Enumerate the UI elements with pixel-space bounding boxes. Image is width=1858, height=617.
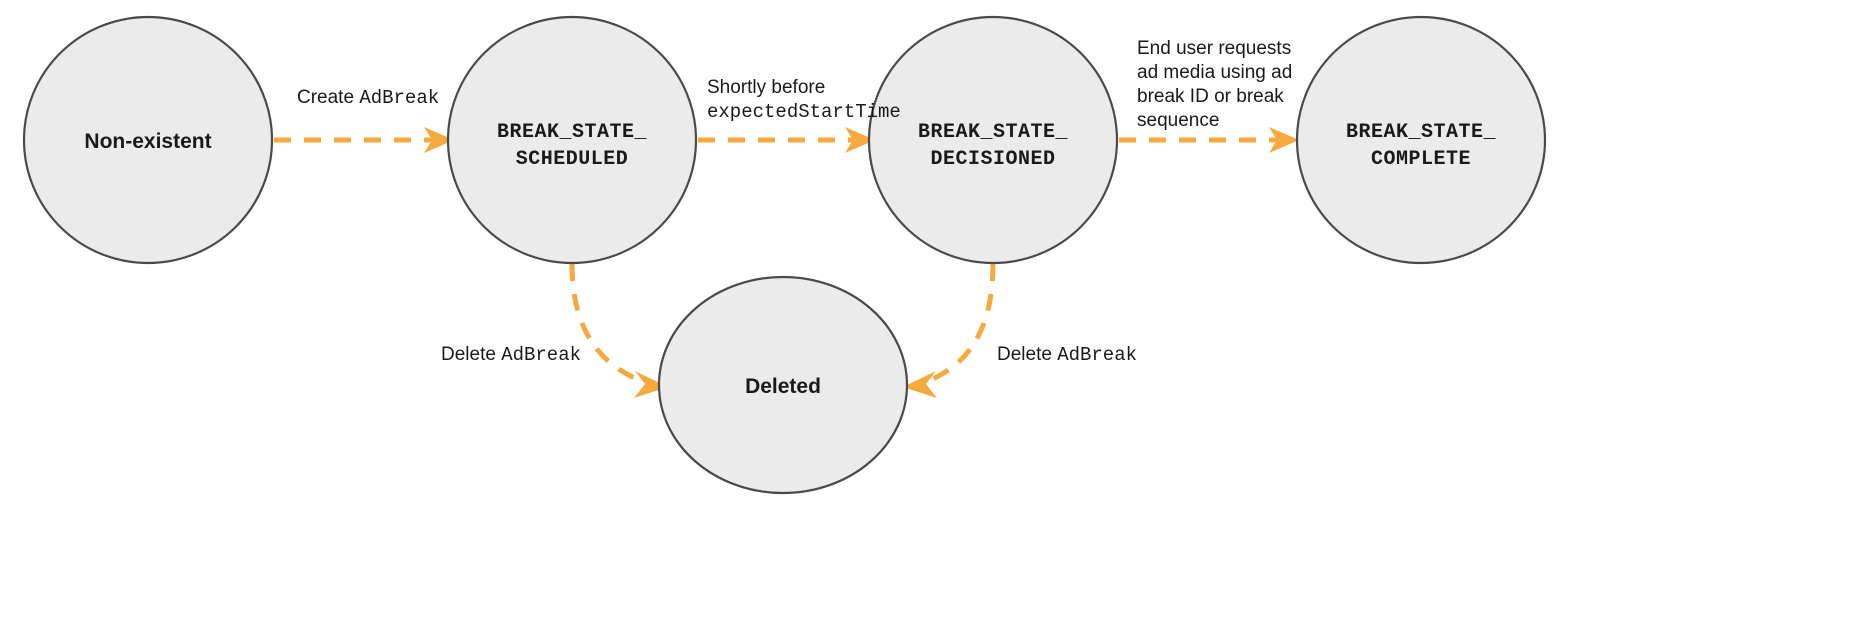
edge-shortly-before-expected-start-time <box>698 127 875 153</box>
node-label-line-1: BREAK_STATE_ <box>1346 121 1497 144</box>
edge-label-line-2: ad media using ad <box>1137 62 1292 83</box>
node-shape <box>657 275 909 495</box>
edge-label-text: Delete AdBreak <box>997 344 1137 366</box>
state-node-non-existent[interactable]: Non-existent <box>22 15 274 265</box>
node-label-line-1: BREAK_STATE_ <box>497 121 648 144</box>
edge-line <box>569 263 651 387</box>
node-label: Non-existent <box>84 130 211 153</box>
edge-label-shortly-before-expected-start-time: Shortly before expectedStartTime <box>707 77 901 123</box>
edge-label-line-3: break ID or break <box>1137 86 1284 107</box>
node-label-line-2: SCHEDULED <box>516 148 629 171</box>
node-label-line-1: BREAK_STATE_ <box>918 121 1069 144</box>
edge-label-seg-2: AdBreak <box>359 87 439 109</box>
node-label-line-2: DECISIONED <box>930 148 1055 171</box>
edge-label-line-4: sequence <box>1137 110 1219 131</box>
edge-label-seg-1: Delete <box>441 344 501 365</box>
edge-label-delete-adbreak-from-decisioned: Delete AdBreak <box>997 344 1137 366</box>
edge-label-end-user-requests-ad-media: End user requests ad media using ad brea… <box>1137 38 1292 131</box>
edge-label-delete-adbreak-from-scheduled: Delete AdBreak <box>441 344 581 366</box>
node-shape <box>867 15 1119 265</box>
edge-label-seg-1: Delete <box>997 344 1057 365</box>
edge-end-user-requests-ad-media <box>1119 127 1299 153</box>
edge-label-line-2: expectedStartTime <box>707 101 901 123</box>
node-shape <box>1295 15 1547 265</box>
edge-label-seg-1: Create <box>297 87 359 108</box>
node-label: Deleted <box>745 375 821 398</box>
arrow-head-icon <box>845 127 875 153</box>
arrow-head-icon <box>424 127 454 153</box>
node-shape <box>446 15 698 265</box>
state-node-break-state-scheduled[interactable]: BREAK_STATE_ SCHEDULED <box>446 15 698 265</box>
state-node-break-state-complete[interactable]: BREAK_STATE_ COMPLETE <box>1295 15 1547 265</box>
edge-delete-adbreak-from-scheduled <box>569 263 668 398</box>
arrow-head-icon <box>903 371 937 398</box>
state-node-deleted[interactable]: Deleted <box>657 275 909 495</box>
edge-line <box>919 263 996 387</box>
edge-label-line-1: Shortly before <box>707 77 825 98</box>
edge-create-adbreak <box>274 127 454 153</box>
edge-label-seg-2: AdBreak <box>501 344 581 366</box>
edge-label-seg-2: AdBreak <box>1057 344 1137 366</box>
arrow-head-icon <box>634 371 668 398</box>
state-node-break-state-decisioned[interactable]: BREAK_STATE_ DECISIONED <box>867 15 1119 265</box>
edge-label-text: Create AdBreak <box>297 87 439 109</box>
edge-label-line-1: End user requests <box>1137 38 1291 59</box>
edge-delete-adbreak-from-decisioned <box>903 263 996 398</box>
edge-label-text: Delete AdBreak <box>441 344 581 366</box>
edge-label-create-adbreak: Create AdBreak <box>297 87 439 109</box>
node-label-line-2: COMPLETE <box>1371 148 1471 171</box>
node-shape <box>22 15 274 265</box>
arrow-head-icon <box>1269 127 1299 153</box>
